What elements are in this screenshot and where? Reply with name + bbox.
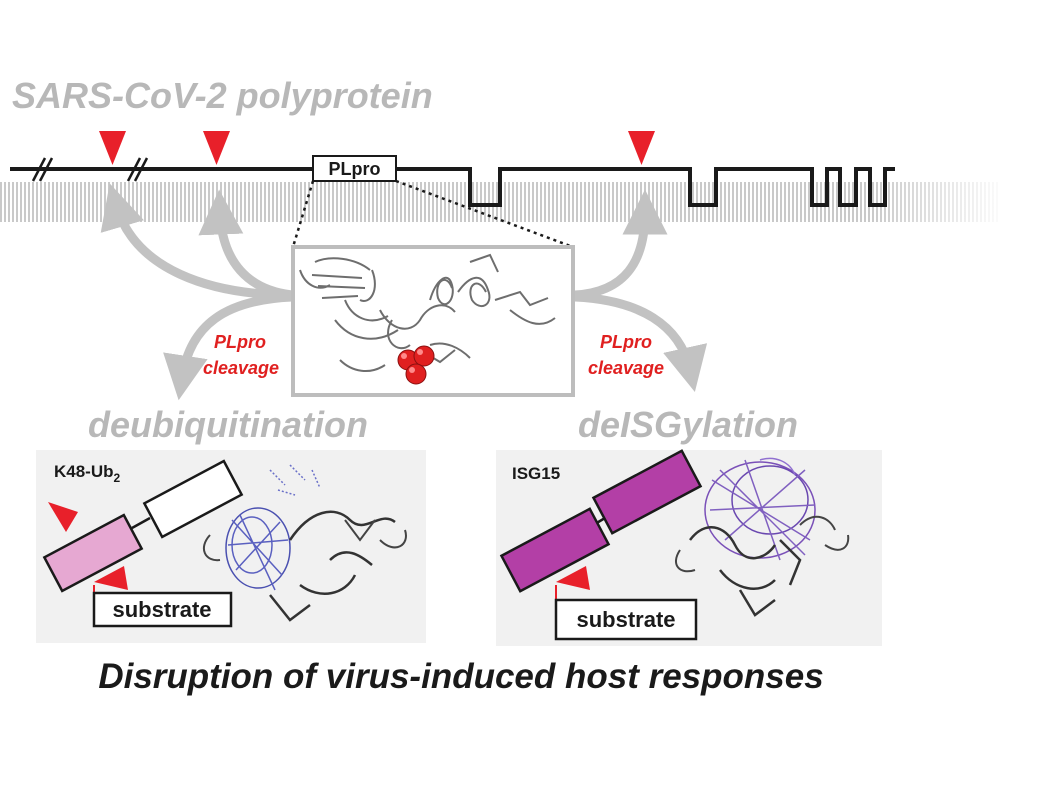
k48-ub2-label: K48-Ub2 bbox=[54, 462, 121, 485]
membrane-band bbox=[0, 178, 1010, 226]
ubiquitin-proximal bbox=[42, 513, 144, 593]
isg15-domain-proximal bbox=[499, 507, 611, 593]
title: SARS-CoV-2 polyprotein bbox=[12, 75, 433, 116]
ub-linker bbox=[131, 516, 151, 530]
cleavage-label-left-line1: PLpro bbox=[214, 332, 266, 352]
process-label-deisgylation: deISGylation bbox=[578, 404, 798, 445]
protein-ribbon-structure bbox=[299, 253, 556, 372]
polyprotein-line bbox=[10, 167, 955, 207]
process-label-deubiquitination: deubiquitination bbox=[88, 404, 368, 445]
cleavage-site-marker bbox=[203, 131, 230, 165]
deubiquitination-panel: K48-Ub2 substrate bbox=[36, 450, 426, 643]
cleavage-site-marker bbox=[628, 131, 655, 165]
isg15-complex-structure bbox=[675, 457, 850, 617]
ubiquitin-distal bbox=[142, 459, 244, 539]
cleavage-label-left-line2: cleavage bbox=[203, 358, 279, 378]
plpro-box bbox=[312, 155, 397, 182]
cleavage-site-marker bbox=[556, 566, 590, 590]
substrate-box-right bbox=[554, 598, 698, 641]
curved-arrows bbox=[100, 183, 708, 401]
ligand-spheres bbox=[397, 345, 435, 385]
cleavage-site-marker bbox=[94, 566, 128, 590]
cleavage-site-marker bbox=[48, 502, 78, 532]
isg15-domain-distal bbox=[591, 449, 703, 535]
cleavage-site-marker bbox=[99, 131, 126, 165]
break-marks bbox=[31, 157, 149, 182]
substrate-label-right: substrate bbox=[576, 607, 675, 632]
deisgylation-panel: ISG15 substrate bbox=[496, 449, 882, 646]
plpro-structure-panel bbox=[291, 245, 575, 397]
isg15-label: ISG15 bbox=[512, 464, 560, 483]
footer-caption: Disruption of virus-induced host respons… bbox=[98, 657, 823, 696]
zoom-lines bbox=[291, 179, 574, 249]
substrate-box-left bbox=[92, 591, 233, 628]
cleavage-label-right-line2: cleavage bbox=[588, 358, 664, 378]
ub-complex-structure bbox=[202, 464, 407, 622]
plpro-label: PLpro bbox=[329, 159, 381, 179]
cleavage-label-right-line1: PLpro bbox=[600, 332, 652, 352]
substrate-label-left: substrate bbox=[112, 597, 211, 622]
